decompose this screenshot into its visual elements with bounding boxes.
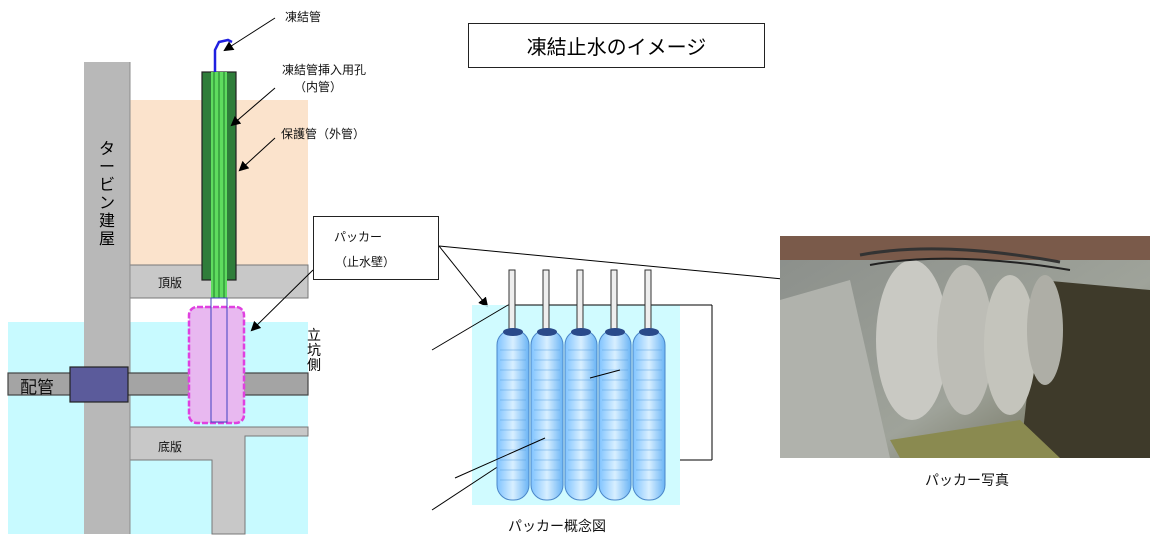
insert-hole-label-1: 凍結管挿入用孔	[282, 63, 367, 77]
turbine-building-label: タ ー ビ ン 建 屋	[98, 139, 115, 248]
packer-photo-caption: パッカー写真	[925, 473, 1009, 489]
packer-cylinders	[496, 269, 666, 501]
packer-cylinder	[598, 329, 632, 501]
packer-section	[187, 305, 246, 425]
pipe-valve	[69, 366, 129, 403]
cylinder-cap	[503, 328, 523, 336]
packer-pipe	[542, 269, 550, 333]
cylinder-cap	[639, 328, 659, 336]
cylinder-cap	[571, 328, 591, 336]
packer-concept-caption: パッカー概念図	[508, 519, 606, 535]
bottom-slab	[129, 426, 309, 535]
page-title: 凍結止水のイメージ	[468, 23, 765, 68]
freeze-pipe	[213, 38, 233, 72]
packer-cylinder	[530, 329, 564, 501]
packer-pipe	[610, 269, 618, 333]
packer-pipe	[508, 269, 516, 333]
packer-pipe	[644, 269, 652, 333]
protect-pipe-label: 保護管（外管）	[281, 127, 366, 141]
packer-cylinder	[632, 329, 666, 501]
packer-cylinder	[496, 329, 530, 501]
turbine-building-wall	[84, 62, 130, 534]
packer-label-2: （止水壁）	[335, 255, 396, 269]
insert-hole-label-2: （内管）	[294, 80, 343, 94]
freeze-pipe-label: 凍結管	[285, 10, 322, 24]
bottom-slab-label: 底版	[158, 440, 183, 454]
packer-label-1: パッカー	[334, 230, 383, 244]
packer-pipe	[576, 269, 584, 333]
cylinder-cap	[605, 328, 625, 336]
shaft-side-label: 立 坑 側	[307, 328, 321, 374]
cylinder-cap	[537, 328, 557, 336]
piping-label: 配管	[20, 378, 54, 398]
packer-callout-box	[313, 216, 439, 280]
packer-photo	[780, 236, 1150, 458]
top-slab-label: 頂版	[158, 276, 183, 290]
packer-cylinder	[564, 329, 598, 501]
